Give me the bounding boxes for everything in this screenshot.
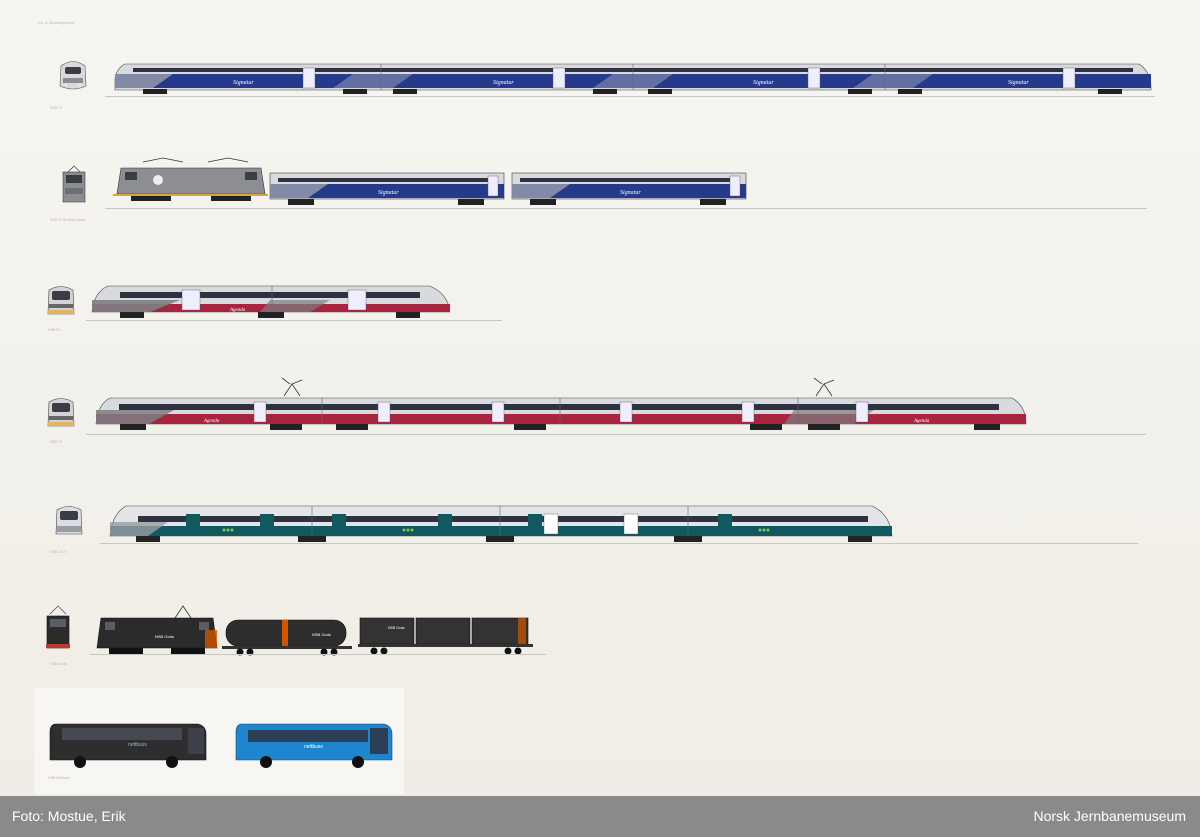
- row-caption: NSB 74/75: [50, 550, 67, 554]
- agenda-logo: Agenda: [203, 419, 220, 424]
- signatur-train-73: Signatur Signatur Signatur Signatur: [114, 63, 1152, 94]
- tank-wagon: NSB Gods: [222, 619, 352, 656]
- poster: Liv & Nordstjernen Signatur Signatur Sig…: [0, 0, 1200, 796]
- el18-locomotive: [113, 157, 268, 201]
- track-line: [90, 654, 546, 655]
- track-line: [86, 320, 502, 321]
- el18-front-view: [62, 165, 86, 203]
- signatur-logo: Signatur: [1008, 80, 1029, 86]
- track-line: [86, 434, 1146, 435]
- agenda72-front-view: [47, 398, 75, 427]
- nettbuss-logo: nettbuss: [128, 742, 147, 748]
- gods-locomotive: NSB Gods: [96, 605, 218, 654]
- nettbuss-coach-dark: nettbuss: [49, 723, 207, 768]
- row-caption: NSB 93: [48, 328, 61, 332]
- agenda-train-72: Agenda Agenda: [95, 377, 1027, 430]
- agenda93-front-view: [47, 286, 75, 315]
- container-wagon: NSB Gods: [358, 617, 533, 655]
- track-line: [105, 208, 1147, 209]
- row-caption: NSB 72: [50, 440, 63, 444]
- track-line: [105, 96, 1155, 97]
- signatur-logo: Signatur: [493, 80, 514, 86]
- agenda-train-93: Agenda: [91, 285, 451, 318]
- flirt-train-74: [109, 505, 893, 542]
- agenda-logo: Agenda: [913, 419, 930, 424]
- freight-loco-front-view: [46, 605, 70, 649]
- signatur-logo: Signatur: [378, 190, 399, 196]
- row-caption: NSB Nettbuss: [48, 776, 70, 780]
- gods-logo: NSB Gods: [388, 626, 405, 630]
- agenda-logo: Agenda: [229, 308, 246, 313]
- row-caption: NSB Gods: [50, 662, 67, 666]
- footer-bar: Foto: Mostue, Erik Norsk Jernbanemuseum: [0, 796, 1200, 837]
- bus-panel: nettbuss nettbuss NSB Nettbuss: [34, 688, 404, 794]
- photo-credit: Foto: Mostue, Erik: [12, 808, 126, 824]
- signatur-coach: Signatur: [269, 172, 505, 205]
- signatur-front-view: [59, 61, 87, 90]
- museum-name: Norsk Jernbanemuseum: [1033, 808, 1186, 824]
- row-caption: NSB 73: [50, 106, 63, 110]
- signatur-logo: Signatur: [233, 80, 254, 86]
- signatur-coach: Signatur: [511, 172, 747, 205]
- nettbuss-logo: nettbuss: [304, 744, 323, 750]
- flirt-front-view: [55, 506, 83, 535]
- row-caption: NSB El 18 med vogner: [50, 218, 86, 222]
- gods-logo: NSB Gods: [155, 634, 174, 639]
- track-line: [100, 543, 1138, 544]
- header-note: Liv & Nordstjernen: [38, 20, 75, 25]
- signatur-logo: Signatur: [620, 190, 641, 196]
- gods-logo: NSB Gods: [312, 632, 331, 637]
- nettbuss-bus-blue: nettbuss: [235, 723, 393, 768]
- signatur-logo: Signatur: [753, 80, 774, 86]
